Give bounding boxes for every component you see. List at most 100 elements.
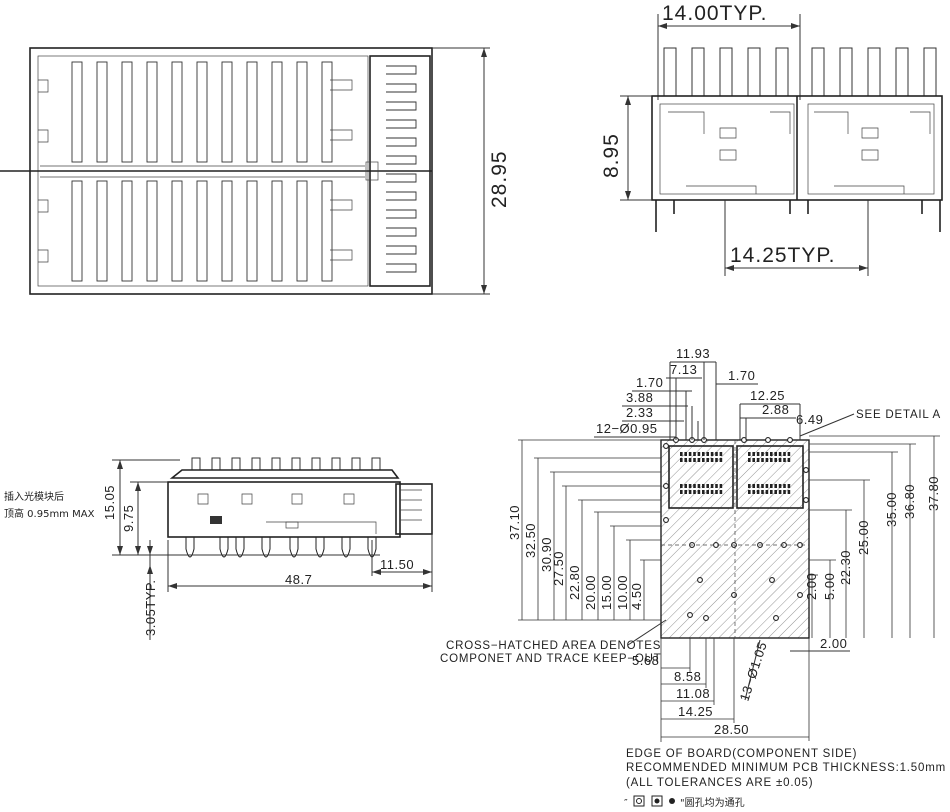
latch-tab [386,227,417,237]
side-view-h2-dim: 9.75 [121,505,136,532]
pad [783,484,786,488]
pad [680,458,683,462]
dim-6-49: 6.49 [796,412,823,427]
fin [171,61,183,163]
front-view: 14.00TYP. 8.95 14.25TYP. [600,2,943,276]
right-dim-label: 2.00 [804,573,819,600]
front-view-width-top-dim: 14.00TYP. [662,2,768,25]
front-view-width-bottom-dim: 14.25TYP. [730,244,836,267]
fin [146,180,158,282]
see-detail-a: SEE DETAIL A [856,409,941,421]
pad [719,452,723,456]
fin [96,180,108,282]
through-hole [663,483,669,489]
pad [787,452,791,456]
board-note-line1: EDGE OF BOARD(COMPONENT SIDE) [626,748,857,760]
pad [702,452,705,456]
pad [693,484,696,488]
fin [221,180,233,282]
fin [271,180,283,282]
side-view-length-dim: 48.7 [285,572,312,587]
through-hole [803,497,809,503]
pad [693,452,696,456]
fin [196,180,208,282]
fin [775,47,789,97]
latch-tab [386,65,417,75]
through-hole [787,437,793,443]
fin [296,180,308,282]
pad [756,458,760,462]
through-hole [773,615,779,621]
hatch-note-line1: CROSS−HATCHED AREA DENOTES [446,640,661,652]
pad [706,484,709,488]
pad [752,452,755,456]
pad [756,490,760,494]
fin [246,180,258,282]
top-view-heatsink-fins [71,61,333,282]
pad [748,458,751,462]
fin [251,457,261,471]
fin [321,180,333,282]
pad [697,458,701,462]
pad [715,484,718,488]
through-hole [687,612,693,618]
bottom-dim-label: 11.08 [676,686,710,701]
fin [246,61,258,163]
fin [221,61,233,163]
fin [311,457,321,471]
right-dim-label: 35.00 [884,492,899,527]
fin [296,61,308,163]
fin [691,47,705,97]
pad [702,490,705,494]
fin [71,180,83,282]
right-dim-label: 37.80 [926,476,941,511]
pad [770,490,773,494]
pad [787,484,791,488]
latch-tab [386,191,417,201]
pad [752,490,755,494]
fin [121,180,133,282]
pin [289,537,299,558]
fin [271,457,281,471]
left-dim-label: 10.00 [615,575,630,610]
fin [351,457,361,471]
pin [235,537,245,558]
left-dim-label: 32.50 [523,523,538,558]
fin [839,47,853,97]
pad [787,458,791,462]
pad [748,490,751,494]
left-dim-label: 30.90 [539,537,554,572]
pad [778,452,782,456]
bottom-dim-label: 28.50 [714,722,749,737]
pad [761,458,764,462]
front-view-height-dim: 8.95 [600,133,623,178]
fin [71,61,83,163]
through-hole [765,437,771,443]
pad [684,458,687,462]
right-dim-label: 5.00 [822,573,837,600]
fin [96,61,108,163]
fin [211,457,221,471]
pad [752,458,755,462]
pad [697,490,701,494]
fin [321,61,333,163]
pad [715,452,718,456]
pin [219,537,229,558]
latch-tab [386,209,417,219]
fin [171,180,183,282]
right-dim-label: 25.00 [856,520,871,555]
side-view-pins [185,537,377,558]
fin [663,47,677,97]
pad [783,458,786,462]
pcb-layout: 11.93 7.13 1.70 3.88 2.33 12−Ø0.95 1.70 … [440,346,945,809]
pad [706,490,709,494]
through-hole [731,592,737,598]
board-note-line3: (ALL TOLERANCES ARE ±0.05) [626,777,813,789]
bottom-dim-label: 14.25 [678,704,713,719]
bottom-dim-label: 5.68 [632,653,659,668]
right-dim-label: 22.30 [838,550,853,585]
pad [719,458,723,462]
